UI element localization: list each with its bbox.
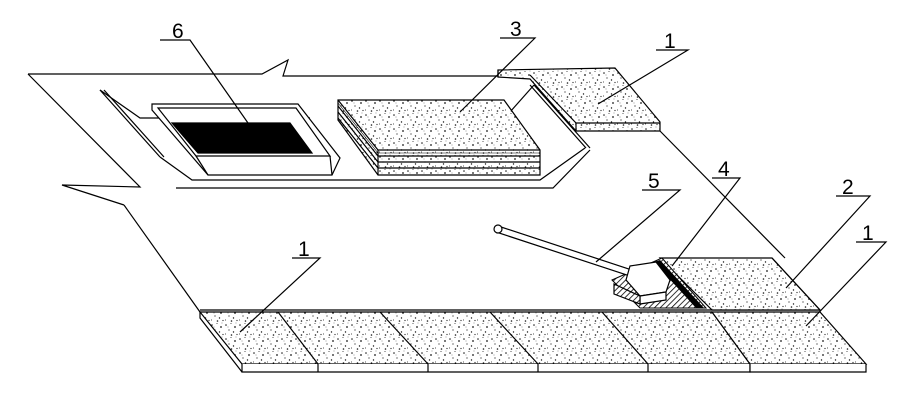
label-mortar-tray: 6 xyxy=(172,20,184,43)
work-area-outline xyxy=(27,58,591,313)
label-laid-tile: 2 xyxy=(842,176,854,199)
guide-line xyxy=(659,130,786,259)
label-tile-stack: 3 xyxy=(510,18,522,41)
trowel xyxy=(493,224,671,305)
tile-row-front xyxy=(198,309,752,373)
leader-lines xyxy=(160,37,888,333)
label-tile-top: 1 xyxy=(664,30,676,53)
label-mortar-layer: 4 xyxy=(718,158,730,181)
label-tile-front: 1 xyxy=(298,238,310,261)
tile-row-right xyxy=(658,257,868,373)
single-tile xyxy=(497,67,661,132)
tile-stack xyxy=(337,99,541,176)
mortar-tray xyxy=(151,103,341,176)
label-tile-right: 1 xyxy=(862,222,874,245)
label-trowel: 5 xyxy=(648,170,660,193)
